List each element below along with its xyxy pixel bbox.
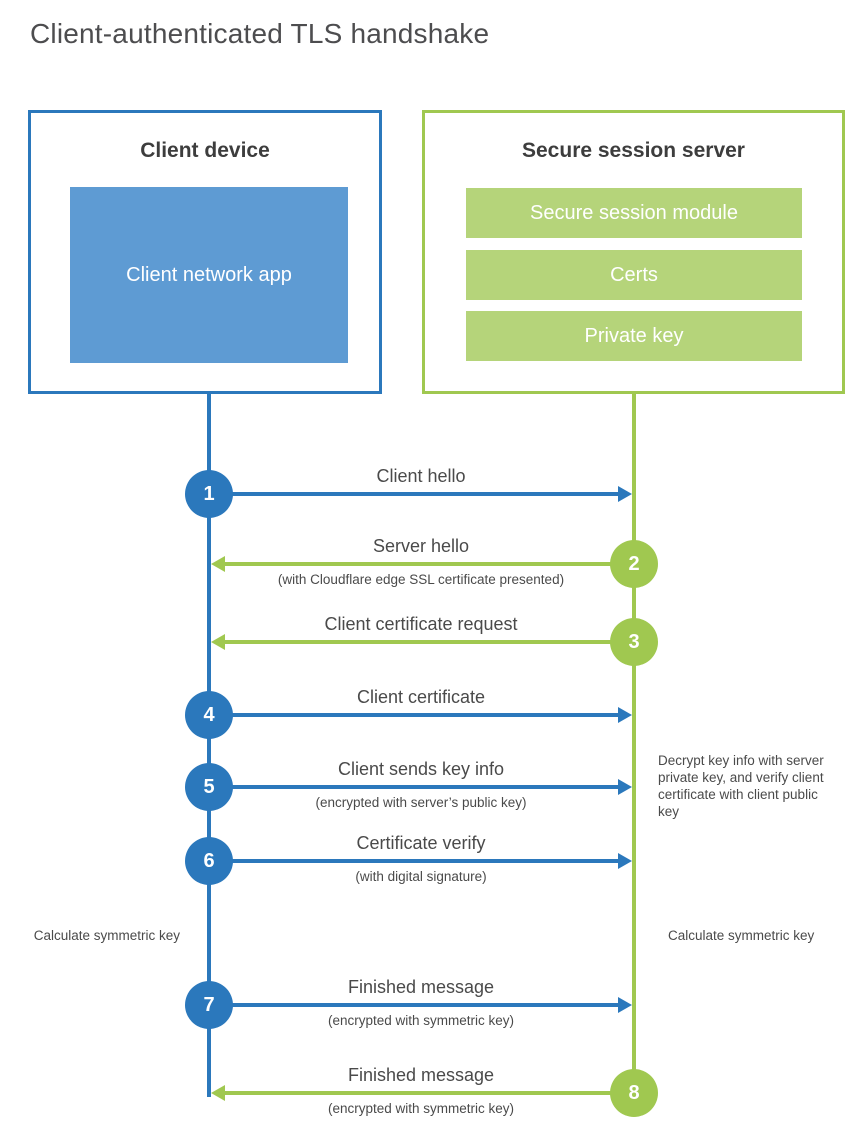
client-network-app-box: Client network app (70, 187, 348, 363)
private-key-bar: Private key (466, 311, 802, 361)
step-circle-8: 8 (610, 1069, 658, 1117)
finished-message-client-label: Finished message (347, 977, 495, 997)
client-hello-label: Client hello (376, 466, 466, 486)
step-circle-5: 5 (185, 763, 233, 811)
client-certificate-label: Client certificate (356, 687, 486, 707)
server-lifeline (632, 392, 636, 1095)
secure-session-module-bar: Secure session module (466, 188, 802, 238)
client-device-title: Client device (140, 139, 270, 162)
server-hello-sublabel: (with Cloudflare edge SSL certificate pr… (277, 572, 565, 587)
calculate-symmetric-key-right-note: Calculate symmetric key (668, 928, 815, 943)
client-certificate-arrow (209, 707, 632, 723)
client-hello-arrow (209, 486, 632, 502)
step-circle-1: 1 (185, 470, 233, 518)
step-circle-4: 4 (185, 691, 233, 739)
client-network-app-label: Client network app (126, 263, 292, 286)
client-sends-key-info-arrow (209, 779, 632, 795)
client-device-box: Client device Client network app (28, 110, 382, 394)
finished-message-client-sublabel: (encrypted with symmetric key) (327, 1013, 515, 1028)
decrypt-key-info-note: Decrypt key info with server private key… (658, 753, 824, 819)
server-hello-label: Server hello (372, 536, 470, 556)
client-certificate-request-arrow (211, 634, 634, 650)
secure-session-server-title: Secure session server (522, 139, 745, 162)
step-circle-7: 7 (185, 981, 233, 1029)
step-circle-2: 2 (610, 540, 658, 588)
page-title: Client-authenticated TLS handshake (30, 18, 490, 49)
finished-message-server-label: Finished message (347, 1065, 495, 1085)
step-circle-3: 3 (610, 618, 658, 666)
client-lifeline (207, 392, 211, 1097)
finished-message-server-sublabel: (encrypted with symmetric key) (327, 1101, 515, 1116)
finished-message-client-arrow (209, 997, 632, 1013)
secure-session-server-box: Secure session server Secure session mod… (422, 110, 845, 394)
calculate-symmetric-key-left-note: Calculate symmetric key (33, 928, 180, 943)
client-certificate-request-label: Client certificate request (324, 614, 518, 634)
server-hello-arrow (211, 556, 634, 572)
certificate-verify-arrow (209, 853, 632, 869)
certs-bar: Certs (466, 250, 802, 300)
client-sends-key-info-sublabel: (encrypted with server’s public key) (315, 795, 527, 810)
client-sends-key-info-label: Client sends key info (337, 759, 505, 779)
certificate-verify-label: Certificate verify (356, 833, 486, 853)
step-circle-6: 6 (185, 837, 233, 885)
finished-message-server-arrow (211, 1085, 634, 1101)
certificate-verify-sublabel: (with digital signature) (355, 869, 487, 884)
